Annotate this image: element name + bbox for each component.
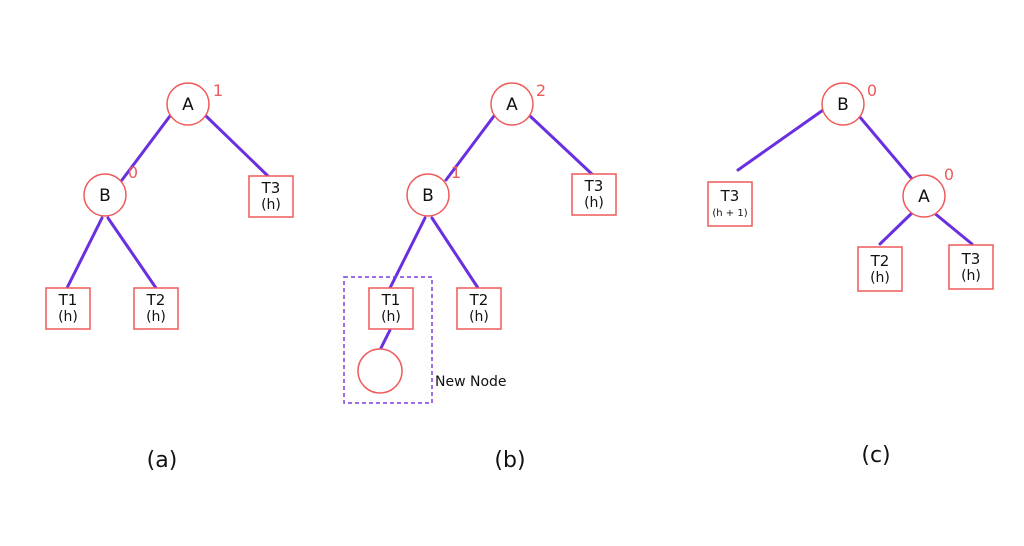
- edge-c-a-to-t3: [931, 210, 974, 246]
- balance-factor-b: 0: [867, 81, 877, 100]
- edge-c-a-to-t2: [878, 210, 915, 246]
- subtree-t1-label: T1: [58, 291, 78, 309]
- node-b-label: B: [837, 95, 849, 115]
- balance-factor-b: 1: [451, 163, 461, 182]
- edge-a-root-to-b: [120, 114, 172, 182]
- subtree-t2-height: (h): [870, 270, 890, 286]
- edge-b-root-to-t3: [528, 114, 596, 178]
- node-a: [490, 82, 534, 126]
- edge-a-root-to-t3: [204, 114, 272, 180]
- balance-factor-b: 0: [128, 163, 138, 182]
- node-b: [406, 173, 450, 217]
- node-a: [166, 82, 210, 126]
- subtree-t2-label: T2: [870, 252, 890, 270]
- subtree-t1: [45, 287, 91, 330]
- node-b: [83, 173, 127, 217]
- subtree-t3-left: [707, 181, 753, 227]
- node-a: [902, 174, 946, 218]
- new-node: [357, 348, 403, 394]
- caption-b: (b): [494, 448, 525, 473]
- subtree-t2: [857, 246, 903, 292]
- caption-a: (a): [147, 448, 178, 473]
- subtree-t3-right-height: (h): [961, 268, 981, 284]
- subtree-t3-height: (h): [261, 197, 281, 213]
- panel-c: B 0 T3 (h + 1) A 0 T2 (h) T3 (h) (c): [707, 81, 994, 468]
- node-b-label: B: [422, 186, 434, 206]
- edge-c-root-to-t3: [736, 106, 828, 172]
- node-a-label: A: [182, 95, 194, 115]
- edge-c-root-to-a: [857, 114, 915, 182]
- node-a-label: A: [506, 95, 518, 115]
- balance-factor-a: 1: [213, 81, 223, 100]
- subtree-t3-right: [948, 244, 994, 290]
- subtree-t1-label: T1: [381, 291, 401, 309]
- subtree-t2-label: T2: [469, 291, 489, 309]
- subtree-t3-label: T3: [261, 179, 281, 197]
- subtree-t3-right-label: T3: [961, 250, 981, 268]
- subtree-t3: [248, 175, 294, 218]
- subtree-t3: [571, 173, 617, 216]
- edge-b-b-to-t2: [430, 216, 480, 290]
- new-node-highlight-box: [343, 276, 433, 404]
- edge-b-t1-to-new-node: [379, 328, 392, 350]
- node-a-label: A: [918, 187, 930, 207]
- subtree-t3-left-height: (h + 1): [712, 208, 747, 219]
- subtree-t1-height: (h): [381, 309, 401, 325]
- subtree-t3-label: T3: [584, 177, 604, 195]
- panel-a: A 1 B 0 T3 (h) T1 (h) T2 (h) (a): [45, 81, 294, 473]
- balance-factor-a: 0: [944, 165, 954, 184]
- balance-factor-a: 2: [536, 81, 546, 100]
- subtree-t3-height: (h): [584, 195, 604, 211]
- subtree-t2: [456, 287, 502, 330]
- node-b: [821, 82, 865, 126]
- subtree-t2: [133, 287, 179, 330]
- subtree-t2-height: (h): [469, 309, 489, 325]
- subtree-t1-height: (h): [58, 309, 78, 325]
- caption-c: (c): [861, 443, 890, 468]
- edge-a-b-to-t1: [65, 216, 104, 290]
- node-b-label: B: [99, 186, 111, 206]
- subtree-t3-left-label: T3: [720, 187, 740, 205]
- edge-b-root-to-b: [444, 114, 496, 182]
- subtree-t2-height: (h): [146, 309, 166, 325]
- subtree-t1: [368, 287, 414, 330]
- subtree-t2-label: T2: [146, 291, 166, 309]
- edge-a-b-to-t2: [106, 216, 158, 290]
- new-node-label: New Node: [435, 374, 507, 390]
- panel-b: A 2 B 1 T3 (h) T1 (h) T2 (h) New Node (b…: [343, 81, 617, 473]
